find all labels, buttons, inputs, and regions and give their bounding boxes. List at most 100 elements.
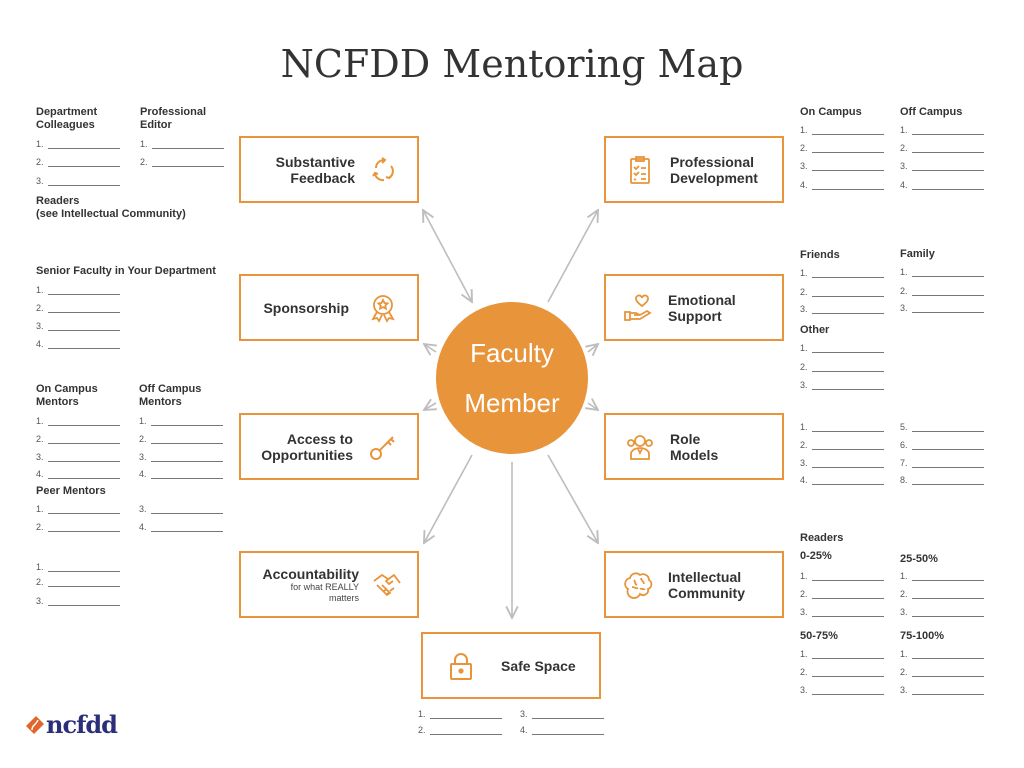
blank-entry-line[interactable] — [911, 423, 984, 432]
list-item-number: 2. — [140, 157, 148, 167]
list-item-number: 3. — [139, 504, 147, 514]
arrow-sponsorship — [424, 344, 436, 352]
blank-entry-line[interactable] — [911, 268, 984, 277]
blank-entry-line[interactable] — [811, 344, 884, 353]
blank-entry-line[interactable] — [911, 162, 984, 171]
blank-entry-line[interactable] — [911, 304, 984, 313]
blank-entry-line[interactable] — [47, 322, 120, 331]
blank-entry-line[interactable] — [811, 162, 884, 171]
blank-entry-line[interactable] — [911, 181, 984, 190]
blank-entry-line[interactable] — [811, 608, 884, 617]
blank-entry-line[interactable] — [811, 572, 884, 581]
blank-entry-line[interactable] — [811, 423, 884, 432]
blank-entry-line[interactable] — [811, 144, 884, 153]
blank-entry-line[interactable] — [150, 523, 223, 532]
blank-entry-line[interactable] — [911, 572, 984, 581]
blank-entry-line[interactable] — [811, 686, 884, 695]
blank-entry-line[interactable] — [47, 340, 120, 349]
list-item-number: 6. — [900, 440, 908, 450]
blank-entry-line[interactable] — [429, 726, 502, 735]
blank-entry-line[interactable] — [811, 459, 884, 468]
blank-entry-line[interactable] — [911, 126, 984, 135]
blank-entry-line[interactable] — [429, 710, 502, 719]
list-item: 1. — [900, 571, 984, 581]
list-item: 4. — [900, 180, 984, 190]
blank-entry-line[interactable] — [47, 140, 120, 149]
list-item-number: 3. — [900, 303, 908, 313]
box-title: Sponsorship — [263, 299, 349, 316]
blank-entry-line[interactable] — [811, 381, 884, 390]
blank-entry-line[interactable] — [911, 650, 984, 659]
blank-entry-line[interactable] — [911, 287, 984, 296]
blank-entry-line[interactable] — [47, 435, 120, 444]
blank-entry-line[interactable] — [150, 435, 223, 444]
list-item: 6. — [900, 440, 984, 450]
blank-entry-line[interactable] — [151, 158, 224, 167]
list-group-readers-75-100: 75-100%1.2.3. — [900, 630, 984, 695]
blank-entry-line[interactable] — [811, 441, 884, 450]
blank-entry-line[interactable] — [811, 476, 884, 485]
blank-entry-line[interactable] — [911, 459, 984, 468]
list-item: 2. — [900, 667, 984, 677]
list-item-number: 4. — [520, 725, 528, 735]
blank-entry-line[interactable] — [811, 650, 884, 659]
blank-entry-line[interactable] — [150, 505, 223, 514]
blank-entry-line[interactable] — [47, 505, 120, 514]
blank-entry-line[interactable] — [811, 181, 884, 190]
list-item-number: 2. — [800, 440, 808, 450]
list-item-number: 1. — [900, 649, 908, 659]
list-item: 4. — [139, 522, 223, 532]
list-item: 1. — [900, 125, 984, 135]
list-item: 3. — [36, 176, 120, 186]
blank-entry-line[interactable] — [150, 470, 223, 479]
blank-entry-line[interactable] — [47, 597, 120, 606]
blank-entry-line[interactable] — [47, 158, 120, 167]
list-item: 3. — [520, 709, 604, 719]
blank-entry-line[interactable] — [911, 144, 984, 153]
blank-entry-line[interactable] — [911, 686, 984, 695]
list-item: 1. — [800, 422, 884, 432]
blank-entry-line[interactable] — [911, 590, 984, 599]
box-title: Substantive — [275, 153, 355, 170]
blank-entry-line[interactable] — [47, 563, 120, 572]
list-item: 2. — [800, 362, 884, 372]
blank-entry-line[interactable] — [811, 269, 884, 278]
blank-entry-line[interactable] — [47, 304, 120, 313]
list-item: 2. — [140, 157, 224, 167]
list-item-number: 4. — [36, 469, 44, 479]
blank-entry-line[interactable] — [150, 453, 223, 462]
blank-entry-line[interactable] — [811, 288, 884, 297]
list-heading: Department Colleagues — [36, 106, 98, 131]
list-item-number: 2. — [36, 577, 44, 587]
blank-entry-line[interactable] — [531, 726, 604, 735]
blank-entry-line[interactable] — [911, 608, 984, 617]
arrow-access — [424, 403, 436, 410]
blank-entry-line[interactable] — [151, 140, 224, 149]
blank-entry-line[interactable] — [150, 417, 223, 426]
list-item-number: 1. — [900, 267, 908, 277]
blank-entry-line[interactable] — [811, 363, 884, 372]
blank-entry-line[interactable] — [47, 523, 120, 532]
blank-entry-line[interactable] — [47, 417, 120, 426]
blank-entry-line[interactable] — [911, 441, 984, 450]
list-item-number: 1. — [36, 285, 44, 295]
blank-entry-line[interactable] — [911, 668, 984, 677]
list-item: 3. — [800, 607, 884, 617]
box-title: Intellectual — [668, 568, 742, 585]
blank-entry-line[interactable] — [47, 286, 120, 295]
blank-entry-line[interactable] — [811, 126, 884, 135]
arrow-accountability — [424, 454, 473, 543]
list-item-number: 3. — [800, 161, 808, 171]
blank-entry-line[interactable] — [47, 177, 120, 186]
blank-entry-line[interactable] — [811, 668, 884, 677]
blank-entry-line[interactable] — [811, 305, 884, 314]
blank-entry-line[interactable] — [47, 470, 120, 479]
list-item-number: 3. — [36, 176, 44, 186]
blank-entry-line[interactable] — [47, 453, 120, 462]
blank-entry-line[interactable] — [811, 590, 884, 599]
blank-entry-line[interactable] — [47, 578, 120, 587]
blank-entry-line[interactable] — [531, 710, 604, 719]
blank-entry-line[interactable] — [911, 476, 984, 485]
